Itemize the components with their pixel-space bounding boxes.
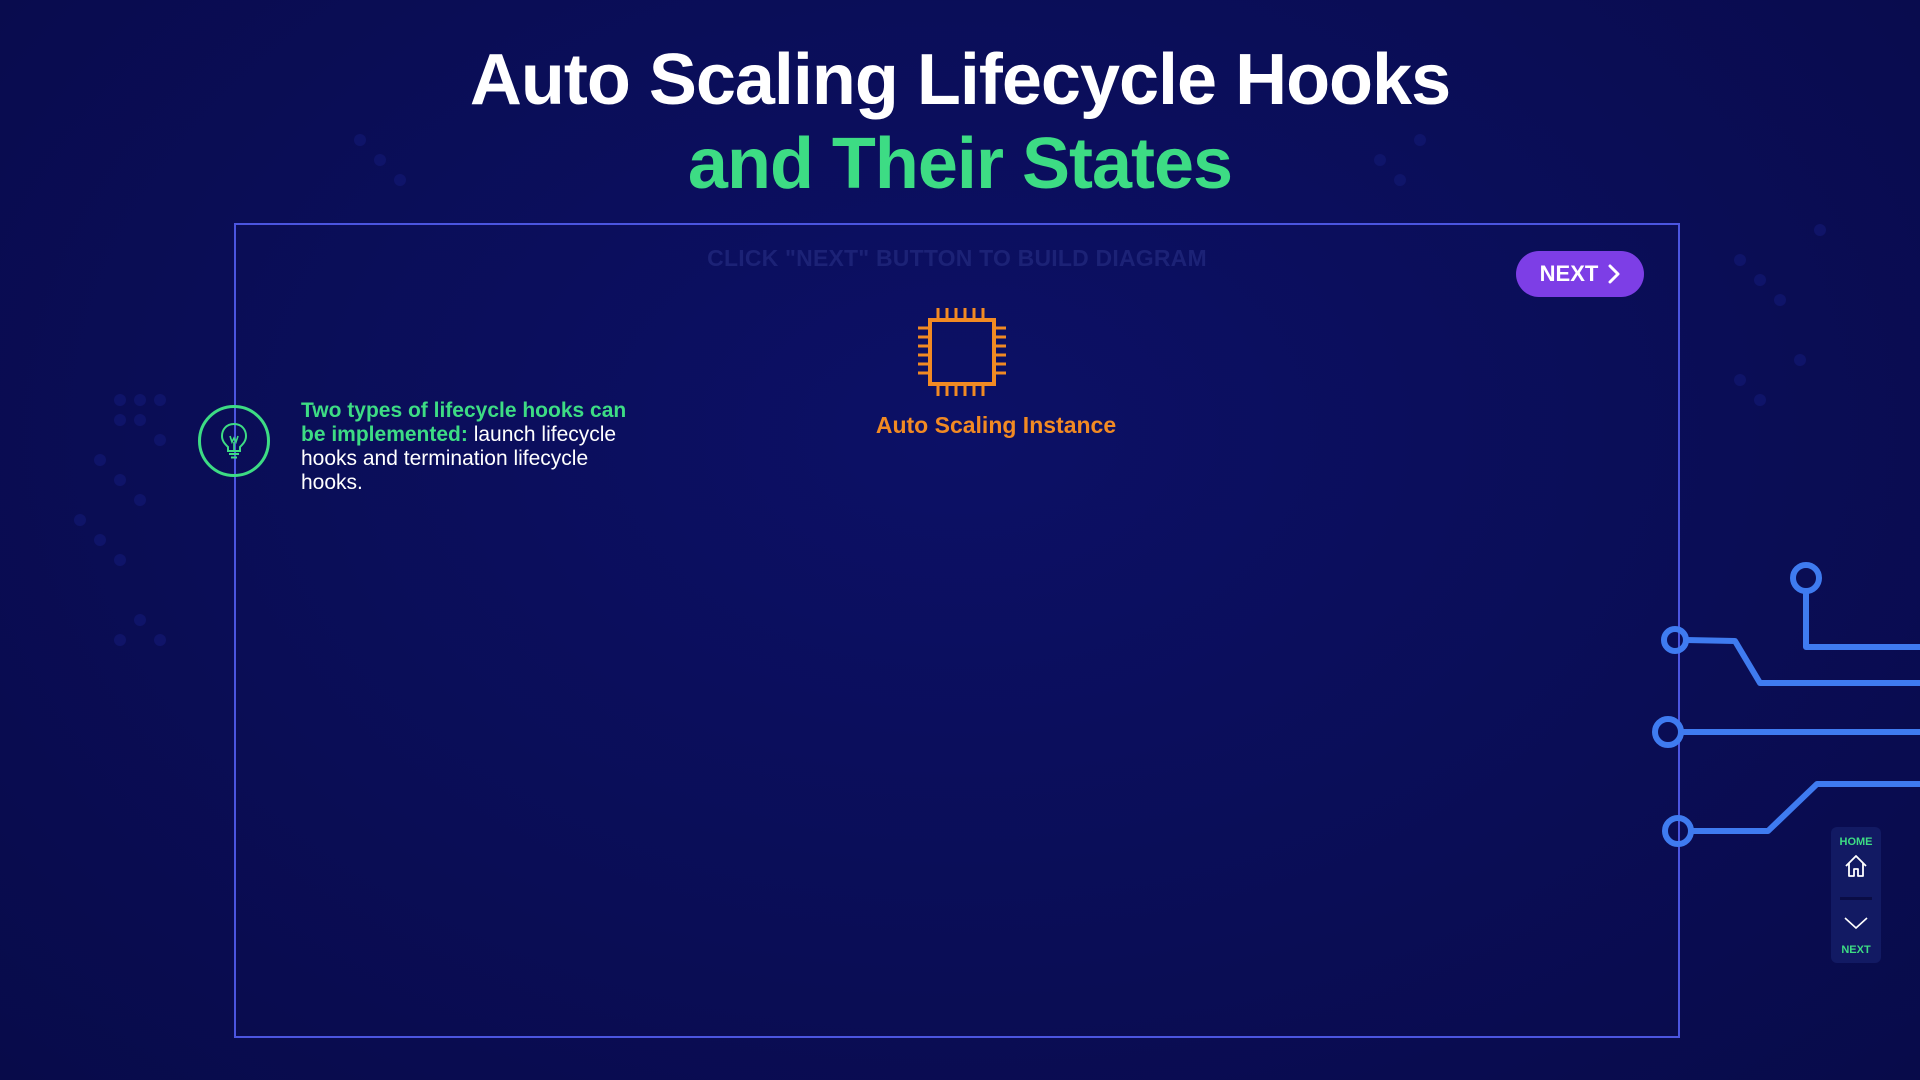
home-label[interactable]: HOME [1839, 836, 1873, 848]
diagram-hint: CLICK "NEXT" BUTTON TO BUILD DIAGRAM [707, 245, 1207, 271]
next-button-label: NEXT [1539, 261, 1599, 286]
page-title-line2: and Their States [687, 124, 1233, 204]
next-label[interactable]: NEXT [1841, 944, 1871, 956]
instance-label: Auto Scaling Instance [875, 412, 1117, 438]
tip-highlight: Two types of lifecycle hooks can be impl… [301, 399, 627, 446]
diagram-canvas: CLICK "NEXT" BUTTON TO BUILD DIAGRAM NEX… [234, 223, 1680, 1038]
chevron-down-icon[interactable] [1844, 915, 1868, 931]
lightbulb-icon [198, 405, 270, 477]
chevron-right-icon [1608, 264, 1620, 284]
tip-body: launch lifecycle hooks and termination l… [301, 423, 617, 494]
home-icon[interactable] [1844, 854, 1868, 878]
ec2-instance-icon [918, 308, 1006, 396]
nav-divider [1840, 897, 1872, 900]
lifecycle-hooks-tip: Two types of lifecycle hooks can be impl… [301, 399, 636, 495]
circuit-decoration [1652, 562, 1920, 847]
page-title: Auto Scaling Lifecycle Hooks and Their S… [0, 38, 1920, 206]
side-navigation: HOME NEXT [1831, 827, 1881, 963]
page-title-line1: Auto Scaling Lifecycle Hooks [469, 40, 1451, 120]
next-button[interactable]: NEXT [1516, 251, 1644, 297]
